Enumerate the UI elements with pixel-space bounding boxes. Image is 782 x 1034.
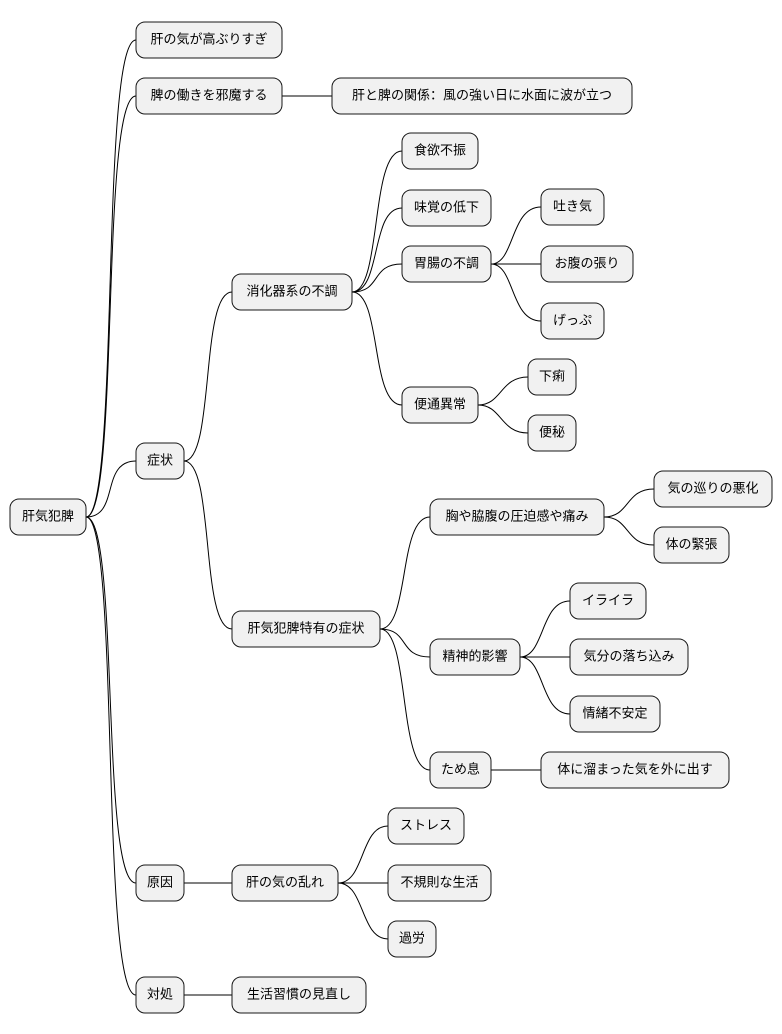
node-body-tension: 体の緊張: [653, 526, 730, 564]
edge-n3a3-n3a3a: [490, 206, 542, 265]
node-label: 症状: [147, 454, 173, 469]
node-bowel-irregularity: 便通異常: [401, 386, 479, 424]
node-symptoms: 症状: [135, 442, 185, 480]
node-label: げっぷ: [553, 314, 592, 329]
node-review-lifestyle: 生活習慣の見直し: [231, 976, 367, 1014]
edge-n3a4-n3a4b: [477, 404, 529, 434]
node-diarrhea: 下痢: [527, 358, 577, 396]
edge-root-n5: [85, 516, 137, 996]
node-label: 精神的影響: [442, 649, 507, 665]
node-irregular-life: 不規則な生活: [387, 864, 492, 902]
node-burping: げっぷ: [540, 302, 605, 340]
node-label: 不規則な生活: [400, 876, 478, 891]
node-low-mood: 気分の落ち込み: [569, 638, 689, 676]
edge-n3a-n3a3: [351, 263, 403, 293]
node-digestive-issues: 消化器系の不調: [231, 273, 353, 311]
node-label: 食欲不振: [414, 143, 466, 159]
node-label: 生活習慣の見直し: [247, 987, 351, 1003]
node-label: 吐き気: [553, 199, 592, 215]
node-reduced-taste: 味覚の低下: [401, 189, 492, 227]
node-poor-qi-flow: 気の巡りの悪化: [653, 470, 773, 508]
node-specific-symptoms: 肝気犯脾特有の症状: [231, 610, 381, 648]
node-label: 肝と脾の関係：風の強い日に水面に波が立つ: [352, 89, 612, 104]
node-label: 便秘: [539, 426, 565, 441]
edge-n4a-n4a1: [337, 825, 389, 884]
node-constipation: 便秘: [527, 414, 577, 452]
edge-root-n4: [85, 516, 137, 884]
node-causes: 原因: [135, 864, 185, 902]
node-label: 体に溜まった気を外に出す: [557, 762, 712, 778]
node-release-qi: 体に溜まった気を外に出す: [540, 751, 730, 789]
edge-root-n1: [85, 39, 137, 518]
edge-n3b2-n3b2c: [519, 656, 571, 715]
node-label: 肝の気の乱れ: [246, 875, 324, 891]
node-liver-spleen-relation: 肝と脾の関係：風の強い日に水面に波が立つ: [331, 77, 633, 115]
node-countermeasures: 対処: [135, 976, 185, 1014]
node-stress: ストレス: [387, 807, 465, 845]
node-irritability: イライラ: [569, 582, 647, 620]
node-label: 対処: [147, 988, 173, 1003]
node-nausea: 吐き気: [540, 188, 605, 226]
node-label: ストレス: [400, 819, 452, 834]
node-root-label: 肝気犯脾: [22, 509, 74, 525]
node-chest-pressure: 胸や脇腹の圧迫感や痛み: [429, 498, 605, 536]
edge-n3b-n3b2: [379, 628, 431, 658]
node-label: 肝の気が高ぶりすぎ: [150, 32, 267, 48]
node-label: 情緒不安定: [582, 707, 647, 722]
node-label: 原因: [147, 876, 173, 891]
node-label: 気分の落ち込み: [583, 649, 674, 665]
edge-n3a-n3a1: [351, 150, 403, 293]
node-mental-effects: 精神的影響: [429, 638, 521, 676]
node-sighing: ため息: [429, 751, 492, 789]
edge-n3-n3a: [183, 291, 233, 462]
node-label: 味覚の低下: [414, 201, 479, 216]
node-root: 肝気犯脾: [9, 498, 87, 536]
edge-n4a-n4a3: [337, 882, 389, 940]
node-label: 脾の働きを邪魔する: [150, 89, 267, 104]
edge-n3b-n3b1: [379, 516, 431, 630]
node-label: 消化器系の不調: [246, 285, 337, 300]
edge-n3a-n3a2: [351, 207, 403, 293]
node-overwork: 過労: [387, 920, 437, 958]
node-disturbs-spleen: 脾の働きを邪魔する: [135, 77, 283, 115]
node-liver-qi-excess: 肝の気が高ぶりすぎ: [135, 21, 283, 59]
node-label: お腹の張り: [554, 256, 619, 272]
edge-n3a3-n3a3c: [490, 263, 542, 322]
node-label: 胸や脇腹の圧迫感や痛み: [445, 509, 588, 525]
node-label: 肝気犯脾特有の症状: [247, 621, 364, 637]
node-bloating: お腹の張り: [540, 245, 634, 283]
edge-n3b1-n3b1b: [603, 516, 655, 546]
edge-n3a-n3a4: [351, 291, 403, 406]
edge-n3b2-n3b2a: [519, 600, 571, 658]
edge-root-n3: [85, 460, 137, 518]
edge-n3b-n3b3: [379, 628, 431, 771]
node-stomach-issues: 胃腸の不調: [401, 245, 492, 283]
node-emotional-instability: 情緒不安定: [569, 695, 661, 733]
edge-n3-n3b: [183, 460, 233, 630]
node-loss-of-appetite: 食欲不振: [401, 132, 479, 170]
edge-n3b1-n3b1a: [603, 488, 655, 518]
node-label: 気の巡りの悪化: [667, 481, 758, 497]
node-label: 便通異常: [414, 398, 466, 413]
edge-n3a4-n3a4a: [477, 376, 529, 406]
node-label: 胃腸の不調: [414, 257, 479, 272]
nodes: 肝気犯脾 肝の気が高ぶりすぎ 脾の働きを邪魔する 肝と脾の関係：風の強い日に水面…: [9, 21, 773, 1014]
node-label: ため息: [441, 762, 480, 778]
node-liver-qi-disorder: 肝の気の乱れ: [231, 864, 339, 902]
node-label: 過労: [399, 932, 425, 947]
node-label: 体の緊張: [665, 538, 717, 553]
node-label: 下痢: [539, 369, 565, 385]
edges: [85, 39, 655, 996]
node-label: イライラ: [582, 594, 634, 609]
edge-root-n2: [85, 95, 137, 518]
